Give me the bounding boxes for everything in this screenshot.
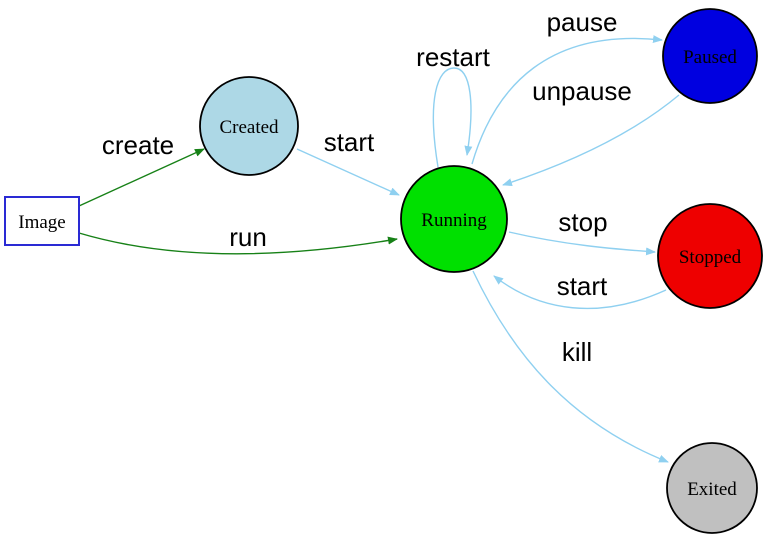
edge-labels-group: create run start restart pause unpause s… — [102, 7, 632, 367]
node-label-paused: Paused — [683, 47, 737, 68]
edge-label-kill: kill — [562, 337, 592, 367]
edge-kill — [472, 270, 669, 463]
paused-circle-shape — [662, 8, 758, 104]
node-label-image: Image — [18, 212, 65, 233]
node-label-created: Created — [219, 117, 279, 138]
node-running: Running — [400, 165, 508, 273]
exited-circle-shape — [666, 442, 758, 534]
node-created: Created — [199, 76, 299, 176]
edge-label-start-from-created: start — [324, 127, 375, 157]
edge-label-create: create — [102, 130, 174, 160]
edge-label-stop: stop — [558, 207, 607, 237]
edge-stop — [508, 231, 656, 256]
nodes-group: Image Created Running Paused Stopped Exi — [4, 8, 763, 534]
stopped-circle-shape — [657, 203, 763, 309]
node-exited: Exited — [666, 442, 758, 534]
edge-run — [78, 232, 398, 255]
edge-start-from-created — [296, 148, 400, 196]
edge-label-run: run — [229, 222, 267, 252]
edge-restart-self-loop — [432, 67, 473, 168]
edge-start-from-stopped — [493, 275, 667, 310]
node-image: Image — [4, 196, 80, 246]
node-label-exited: Exited — [687, 479, 737, 500]
edge-label-start-from-stopped: start — [557, 271, 608, 301]
edges-group — [78, 35, 680, 463]
edge-create — [78, 148, 205, 207]
node-stopped: Stopped — [657, 203, 763, 309]
running-circle-shape — [400, 165, 508, 273]
edge-label-unpause: unpause — [532, 76, 632, 106]
created-circle-shape — [199, 76, 299, 176]
edge-label-restart: restart — [416, 42, 490, 72]
node-label-stopped: Stopped — [679, 247, 742, 268]
edge-pause — [471, 35, 663, 165]
edge-unpause — [502, 94, 680, 187]
image-box-shape — [4, 196, 80, 246]
node-paused: Paused — [662, 8, 758, 104]
edge-label-pause: pause — [547, 7, 618, 37]
node-label-running: Running — [421, 210, 487, 231]
